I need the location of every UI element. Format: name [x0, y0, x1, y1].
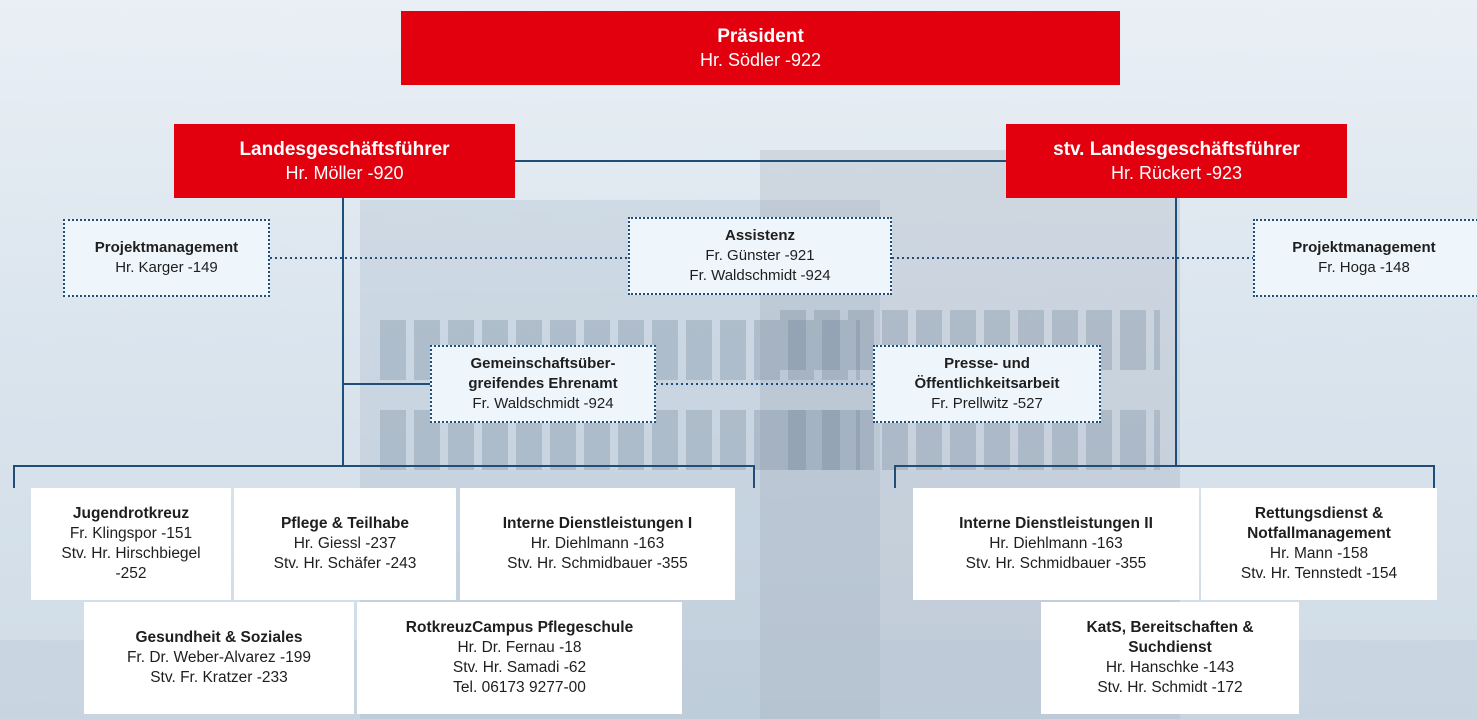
- disaster-line-1: Hr. Hanschke -143: [1105, 659, 1235, 676]
- care-line-2: Stv. Hr. Schäfer -243: [273, 555, 417, 572]
- rescue-line-1: Hr. Mann -158: [1269, 545, 1369, 562]
- volunteering-box: Gemeinschaftsüber- greifendes Ehrenamt F…: [430, 345, 656, 423]
- project-management-right-box: Projektmanagement Fr. Hoga -148: [1253, 219, 1477, 297]
- youth-red-cross-line-3: -252: [115, 565, 147, 582]
- internal-services-1-line-2: Stv. Hr. Schmidbauer -355: [507, 555, 688, 572]
- youth-red-cross-line-1: Fr. Klingspor -151: [69, 525, 193, 542]
- press-box: Presse- und Öffentlichkeitsarbeit Fr. Pr…: [873, 345, 1101, 423]
- connector-left-departments: [13, 465, 755, 488]
- health-line-2: Stv. Fr. Kratzer -233: [150, 669, 288, 686]
- youth-red-cross-line-2: Stv. Hr. Hirschbiegel: [61, 545, 201, 562]
- deputy-managing-director-title: stv. Landesgeschäftsführer: [1053, 139, 1300, 160]
- disaster-line-2: Stv. Hr. Schmidt -172: [1097, 679, 1243, 696]
- care-box: Pflege & Teilhabe Hr. Giessl -237 Stv. H…: [234, 488, 456, 600]
- volunteering-title-2: greifendes Ehrenamt: [468, 375, 618, 392]
- project-management-right-title: Projektmanagement: [1292, 239, 1436, 256]
- press-title-2: Öffentlichkeitsarbeit: [914, 375, 1060, 392]
- president-title: Präsident: [717, 26, 804, 47]
- project-management-left-box: Projektmanagement Hr. Karger -149: [63, 219, 270, 297]
- internal-services-2-box: Interne Dienstleistungen II Hr. Diehlman…: [913, 488, 1199, 600]
- volunteering-title-1: Gemeinschaftsüber-: [470, 355, 616, 372]
- internal-services-1-line-1: Hr. Diehlmann -163: [530, 535, 665, 552]
- managing-director-title: Landesgeschäftsführer: [239, 139, 450, 160]
- assistance-name-1: Fr. Günster -921: [705, 247, 815, 264]
- internal-services-1-box: Interne Dienstleistungen I Hr. Diehlmann…: [460, 488, 735, 600]
- health-line-1: Fr. Dr. Weber-Alvarez -199: [126, 649, 312, 666]
- rescue-title-1: Rettungsdienst &: [1254, 505, 1384, 522]
- nursing-school-line-3: Tel. 06173 9277-00: [453, 679, 586, 696]
- rescue-title-2: Notfallmanagement: [1247, 525, 1391, 542]
- disaster-box: KatS, Bereitschaften & Suchdienst Hr. Ha…: [1041, 602, 1299, 714]
- nursing-school-title: RotkreuzCampus Pflegeschule: [405, 619, 634, 636]
- project-management-left-title: Projektmanagement: [94, 239, 239, 256]
- health-box: Gesundheit & Soziales Fr. Dr. Weber-Alva…: [84, 602, 354, 714]
- nursing-school-line-1: Hr. Dr. Fernau -18: [457, 639, 582, 656]
- managing-director-name: Hr. Möller -920: [285, 163, 404, 183]
- disaster-title-2: Suchdienst: [1128, 639, 1212, 656]
- disaster-title-1: KatS, Bereitschaften &: [1086, 619, 1254, 636]
- project-management-right-name: Fr. Hoga -148: [1318, 259, 1410, 276]
- care-title: Pflege & Teilhabe: [280, 515, 410, 532]
- volunteering-name: Fr. Waldschmidt -924: [472, 395, 614, 412]
- assistance-box: Assistenz Fr. Günster -921 Fr. Waldschmi…: [628, 217, 892, 295]
- internal-services-1-title: Interne Dienstleistungen I: [502, 515, 693, 532]
- press-name: Fr. Prellwitz -527: [931, 395, 1043, 412]
- internal-services-2-title: Interne Dienstleistungen II: [959, 515, 1153, 532]
- rescue-box: Rettungsdienst & Notfallmanagement Hr. M…: [1201, 488, 1437, 600]
- assistance-name-2: Fr. Waldschmidt -924: [689, 267, 831, 284]
- youth-red-cross-box: Jugendrotkreuz Fr. Klingspor -151 Stv. H…: [31, 488, 231, 600]
- president-box: Präsident Hr. Södler -922: [401, 11, 1120, 85]
- nursing-school-line-2: Stv. Hr. Samadi -62: [452, 659, 587, 676]
- nursing-school-box: RotkreuzCampus Pflegeschule Hr. Dr. Fern…: [357, 602, 682, 714]
- internal-services-2-line-1: Hr. Diehlmann -163: [989, 535, 1123, 552]
- rescue-line-2: Stv. Hr. Tennstedt -154: [1240, 565, 1398, 582]
- deputy-managing-director-name: Hr. Rückert -923: [1110, 163, 1243, 183]
- assistance-title: Assistenz: [724, 227, 796, 244]
- managing-director-box: Landesgeschäftsführer Hr. Möller -920: [174, 124, 515, 198]
- health-title: Gesundheit & Soziales: [135, 629, 303, 646]
- deputy-managing-director-box: stv. Landesgeschäftsführer Hr. Rückert -…: [1006, 124, 1347, 198]
- president-name: Hr. Södler -922: [699, 50, 822, 70]
- internal-services-2-line-2: Stv. Hr. Schmidbauer -355: [965, 555, 1147, 572]
- youth-red-cross-title: Jugendrotkreuz: [72, 505, 190, 522]
- care-line-1: Hr. Giessl -237: [293, 535, 397, 552]
- connector-right-departments: [894, 465, 1435, 488]
- project-management-left-name: Hr. Karger -149: [115, 259, 218, 276]
- press-title-1: Presse- und: [944, 355, 1030, 372]
